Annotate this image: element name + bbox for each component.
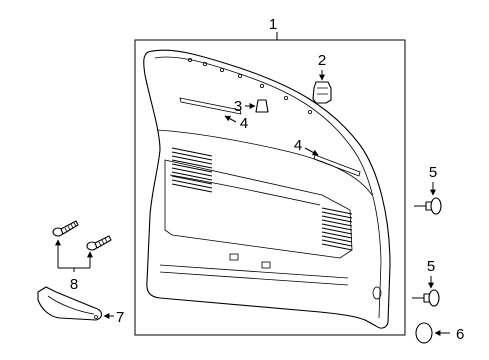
callout-1: 1 bbox=[269, 16, 277, 33]
callout-8: 8 bbox=[70, 276, 78, 293]
callout-3: 3 bbox=[234, 98, 242, 115]
part-8-screw-left bbox=[52, 220, 79, 237]
leader-4-right bbox=[304, 147, 319, 156]
callout-4-right: 4 bbox=[294, 137, 302, 154]
part-5-pin-upper bbox=[414, 197, 442, 215]
part-3-clip bbox=[255, 99, 269, 113]
callout-7: 7 bbox=[116, 309, 124, 326]
left-speaker-grille bbox=[171, 147, 213, 193]
part-6-plug bbox=[415, 322, 433, 344]
callout-5-upper: 5 bbox=[429, 164, 437, 181]
callout-6: 6 bbox=[456, 326, 464, 343]
part-5-pin-lower bbox=[412, 289, 440, 307]
leader-8 bbox=[55, 239, 93, 272]
part-7-pull-handle bbox=[37, 286, 103, 321]
callout-4-upper: 4 bbox=[240, 115, 248, 132]
liftgate-trim-panel bbox=[143, 49, 391, 329]
assembly-frame bbox=[134, 39, 406, 336]
part-2-bumper bbox=[312, 81, 332, 104]
right-speaker-grille bbox=[321, 207, 353, 251]
part-8-screw-right bbox=[86, 235, 112, 251]
callout-2: 2 bbox=[318, 52, 326, 69]
leader-4-upper bbox=[224, 115, 237, 123]
callout-5-lower: 5 bbox=[427, 258, 435, 275]
